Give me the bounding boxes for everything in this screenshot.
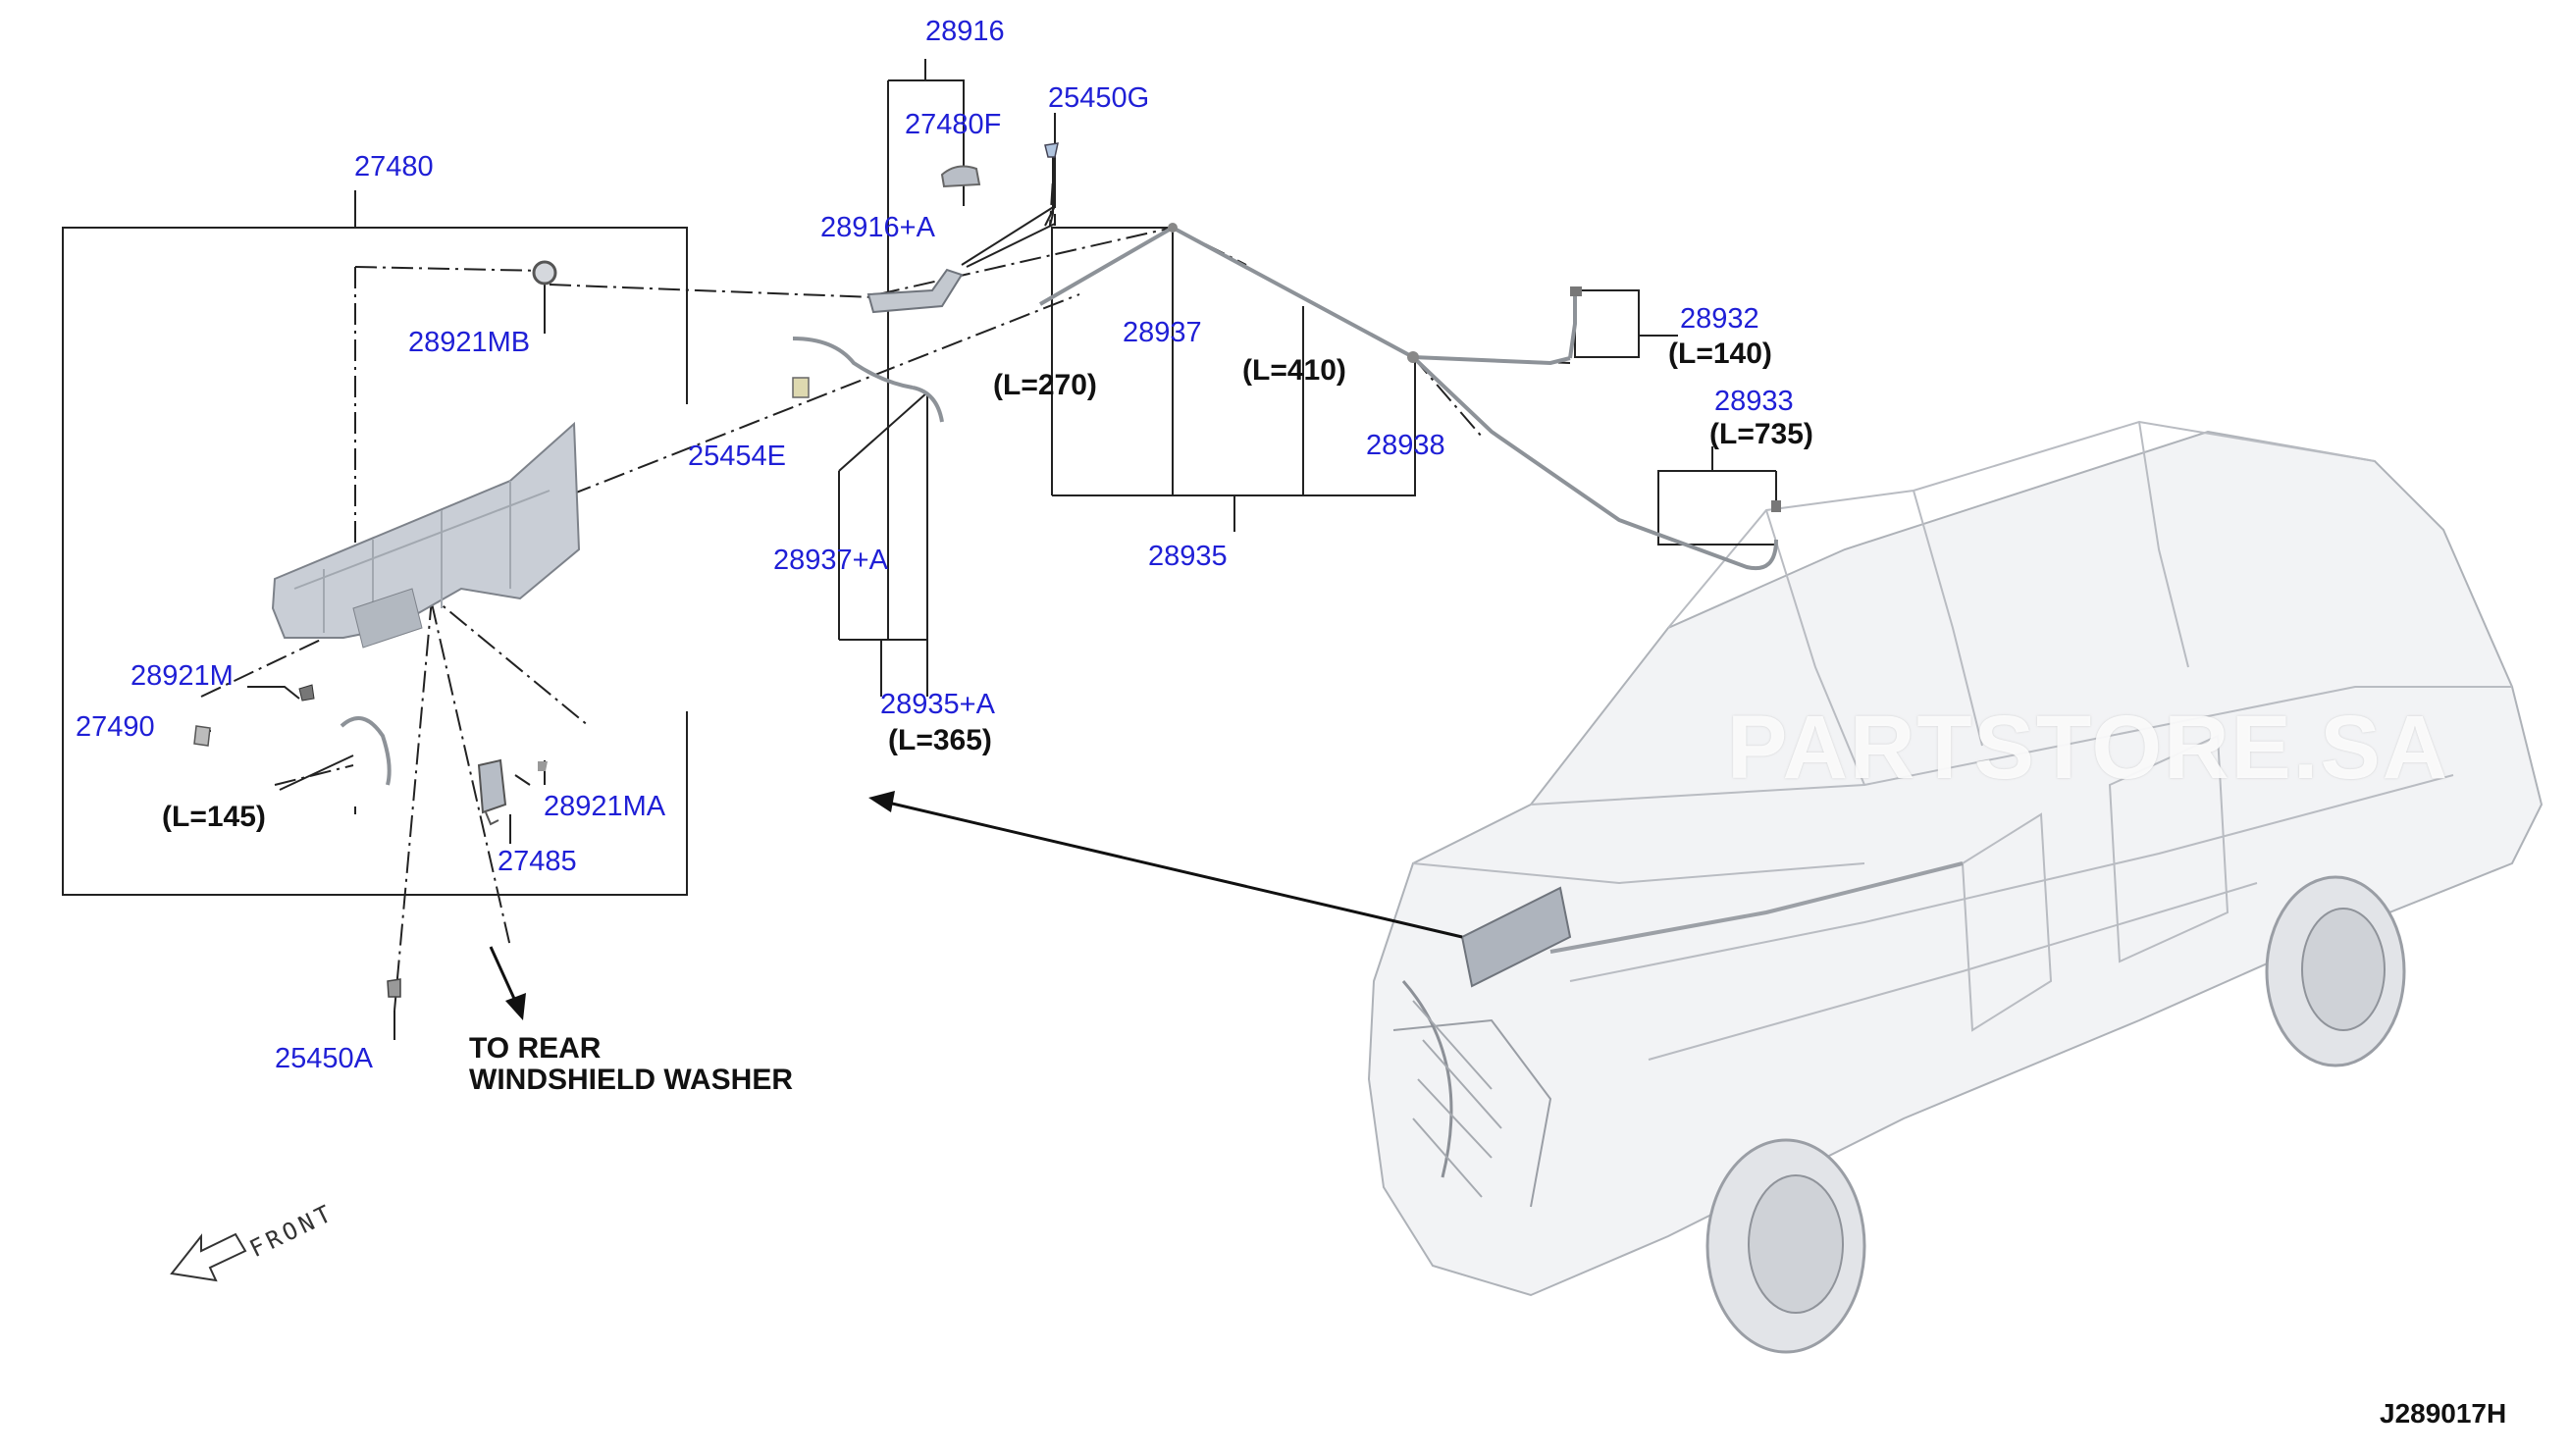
length-l140: (L=140) <box>1668 338 1772 370</box>
nozzle-28932 <box>1570 286 1582 296</box>
location-arrow <box>868 791 1463 939</box>
callout-28937: 28937 <box>1123 317 1202 348</box>
watermark: PARTSTORE.SA <box>1727 698 2450 798</box>
callout-28916A: 28916+A <box>820 212 935 243</box>
length-l735: (L=735) <box>1709 418 1813 450</box>
vehicle-illustration <box>1367 420 2544 1297</box>
cap-27480F <box>940 165 981 188</box>
clip-25454E <box>792 377 810 398</box>
note-line-1: TO REAR <box>469 1032 602 1065</box>
callout-27480F: 27480F <box>905 109 1002 140</box>
callout-28935: 28935 <box>1148 541 1228 572</box>
length-l270: (L=270) <box>993 369 1097 401</box>
note-line-2: WINDSHIELD WASHER <box>469 1063 793 1096</box>
leader-lines <box>201 59 1777 1040</box>
callout-25454E: 25454E <box>688 441 786 472</box>
tank-assembly-box <box>62 190 688 896</box>
front-direction-arrow <box>170 1232 247 1282</box>
clip-25450G <box>1044 142 1059 158</box>
clip-25450A <box>387 978 401 998</box>
callout-28935A: 28935+A <box>880 689 995 720</box>
callout-27480: 27480 <box>354 151 434 182</box>
length-l365: (L=365) <box>888 724 992 756</box>
grommet-28921M <box>298 684 315 702</box>
callout-28921M: 28921M <box>131 660 234 692</box>
to-rear-arrow <box>489 946 526 1020</box>
length-l410: (L=410) <box>1242 354 1346 387</box>
parts <box>193 142 1781 998</box>
callout-28921MA: 28921MA <box>544 791 666 822</box>
callout-25450G: 25450G <box>1048 82 1150 114</box>
length-l145: (L=145) <box>162 801 266 833</box>
diagram-code: J289017H <box>2380 1398 2507 1429</box>
callout-28916: 28916 <box>925 16 1005 47</box>
callout-28937A: 28937+A <box>773 545 888 576</box>
callout-28933: 28933 <box>1714 386 1794 417</box>
callout-28921MB: 28921MB <box>408 327 531 358</box>
to-rear-washer-note: TO REAR WINDSHIELD WASHER <box>469 1033 793 1095</box>
callout-28932: 28932 <box>1680 303 1759 335</box>
grommet-28921MA <box>538 761 548 771</box>
hose-elbow-28916A <box>866 268 964 314</box>
grommet-28921MB <box>532 260 557 286</box>
washer-tank-part <box>271 421 581 639</box>
vehicle-washer-tank <box>1460 886 1572 988</box>
callout-25450A: 25450A <box>275 1043 373 1074</box>
callout-28938: 28938 <box>1366 430 1445 461</box>
nozzle-28933 <box>1771 500 1781 512</box>
front-wheel-rim <box>1748 1174 1844 1314</box>
callout-27490: 27490 <box>76 711 155 743</box>
part-27490 <box>193 725 211 747</box>
callout-27485: 27485 <box>498 846 577 877</box>
rear-wheel-rim <box>2301 908 2386 1031</box>
pump-27485 <box>477 758 507 814</box>
